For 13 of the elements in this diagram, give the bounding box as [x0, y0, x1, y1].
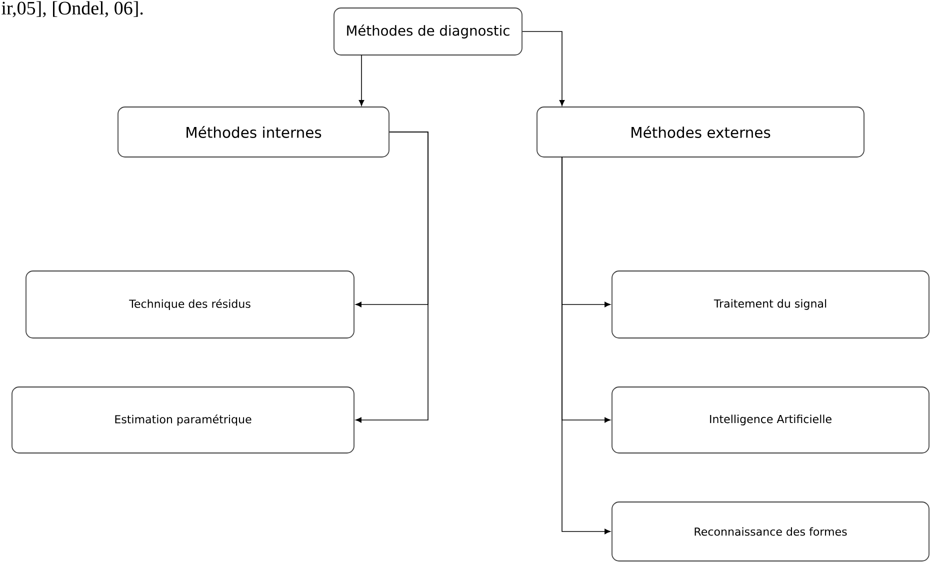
process-box: Méthodes internes [118, 106, 390, 158]
citation-text: ir,05], [Ondel, 06]. [2, 1, 143, 18]
arrow [358, 54, 364, 106]
arrow [356, 132, 428, 423]
process-box: Intelligence Artificielle [612, 386, 930, 454]
arrow [522, 31, 565, 106]
process-box: Reconnaissance des formes [612, 502, 930, 562]
process-box: Traitement du signal [612, 270, 930, 338]
process-box: Méthodes de diagnostic [334, 8, 522, 56]
process-box: Technique des résidus [26, 270, 354, 338]
arrow [562, 156, 610, 534]
process-box: Méthodes externes [536, 106, 864, 158]
process-box: Estimation paramétrique [12, 386, 354, 454]
